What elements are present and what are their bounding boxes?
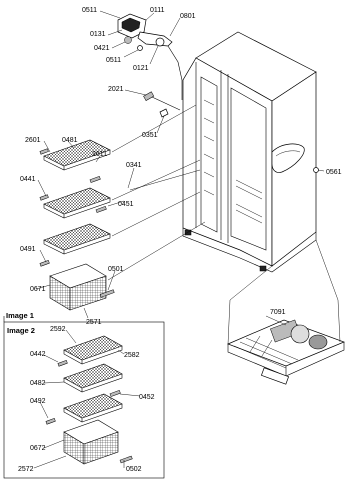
- callout-0441: 0441: [20, 176, 36, 183]
- image2-label: Image 2: [7, 326, 35, 335]
- callout-2611: 2611: [92, 151, 107, 158]
- inset-basket: [63, 419, 133, 465]
- shelf-lower: [39, 223, 111, 267]
- air-handler-assembly: [117, 13, 183, 100]
- thermistor-part: [143, 91, 181, 111]
- callout-0351: 0351: [142, 132, 158, 139]
- callout-2021: 2021: [108, 86, 124, 93]
- callout-0671: 0671: [30, 286, 46, 293]
- leader-lines: [33, 10, 325, 469]
- callout-2592: 2592: [50, 326, 66, 333]
- callout-2571: 2571: [86, 319, 102, 326]
- callout-2572: 2572: [18, 466, 34, 473]
- image-inset-frame: Image 1 Image 2: [3, 311, 165, 479]
- callout-0121: 0121: [133, 65, 149, 72]
- screw-part: [159, 108, 169, 118]
- callout-0482: 0482: [30, 380, 46, 387]
- callout-0131: 0131: [90, 31, 106, 38]
- callout-0501: 0501: [108, 266, 124, 273]
- callout-0111: 0111: [150, 7, 165, 14]
- plug-part: [313, 167, 319, 173]
- callout-0481: 0481: [62, 137, 78, 144]
- callout-2582: 2582: [124, 352, 140, 359]
- callout-0421: 0421: [94, 45, 110, 52]
- refrigerator-cabinet: [182, 31, 317, 273]
- image1-label: Image 1: [6, 311, 34, 320]
- callout-0452: 0452: [139, 394, 155, 401]
- callout-labels: 0511 0111 0801 0131 0421 0511 0121 2021 …: [18, 7, 342, 473]
- callout-0442: 0442: [30, 351, 46, 358]
- shelf-middle: [39, 187, 111, 219]
- callout-2601: 2601: [25, 137, 41, 144]
- basket: [49, 263, 115, 311]
- inset-shelf-upper: [57, 335, 123, 367]
- callout-0561: 0561: [326, 169, 342, 176]
- inset-shelf-lower: [45, 393, 123, 425]
- callout-0511-b: 0511: [106, 57, 121, 64]
- callout-0492: 0492: [30, 398, 46, 405]
- callout-0511: 0511: [82, 7, 97, 14]
- callout-0341: 0341: [126, 162, 142, 169]
- callout-0672: 0672: [30, 445, 46, 452]
- compressor-assembly: [227, 239, 345, 385]
- callout-0502: 0502: [126, 466, 142, 473]
- callout-0801: 0801: [180, 13, 196, 20]
- inset-shelf-middle: [63, 363, 123, 397]
- shelf-upper: [39, 139, 111, 183]
- callout-0491: 0491: [20, 246, 36, 253]
- callout-7091: 7091: [270, 309, 286, 316]
- callout-0451: 0451: [118, 201, 134, 208]
